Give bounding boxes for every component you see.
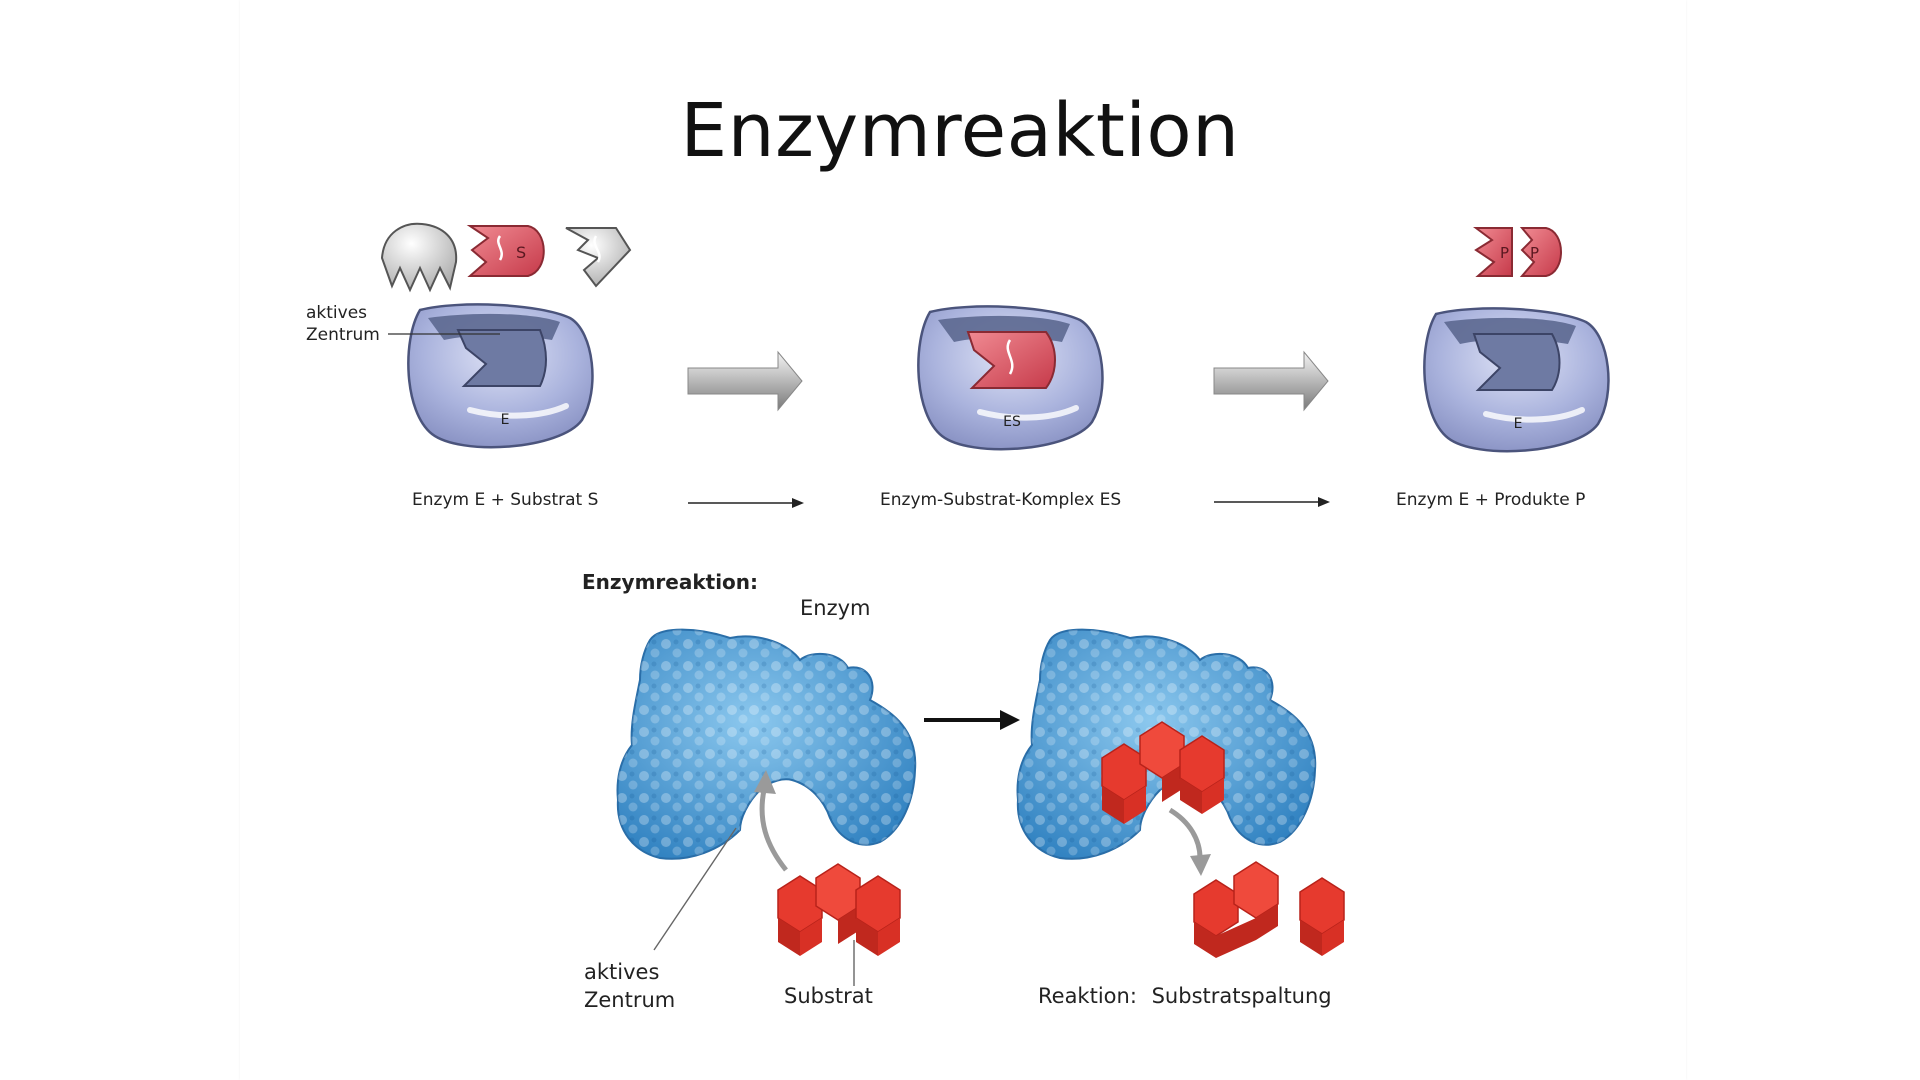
active-site-label-top-line-1: aktives bbox=[306, 303, 368, 323]
active-site-label-bottom: aktives Zentrum bbox=[584, 958, 675, 1014]
active-site-label-top: aktives Zentrum bbox=[306, 302, 380, 346]
reaction-arrow-bottom bbox=[924, 710, 1020, 730]
thin-arrow-2 bbox=[1214, 497, 1330, 507]
substrate-s-shape: S bbox=[466, 225, 545, 277]
bound-substrate-hexagons bbox=[1101, 721, 1225, 824]
active-site-leader-line-bottom bbox=[653, 827, 737, 951]
caption-enzyme-substrate: Enzym E + Substrat S bbox=[412, 490, 599, 510]
enzyme-e-left: E bbox=[407, 303, 594, 449]
enzyme-e-right: E bbox=[1423, 307, 1610, 453]
binding-arrow bbox=[754, 770, 788, 872]
enzyme-substrate-complex: ES bbox=[917, 305, 1104, 451]
product-p-shape-1: P bbox=[1473, 227, 1513, 277]
complex-letter: ES bbox=[1003, 414, 1021, 430]
enzyme-letter-left: E bbox=[501, 412, 510, 428]
caption-complex: Enzym-Substrat-Komplex ES bbox=[880, 490, 1122, 510]
reaction-label-value: Substratspaltung bbox=[1151, 984, 1332, 1008]
reaction-label-key: Reaktion: bbox=[1038, 984, 1137, 1008]
slide-title: Enzymreaktion bbox=[680, 88, 1240, 174]
product-letter-2: P bbox=[1530, 244, 1539, 262]
block-arrow-1 bbox=[687, 350, 803, 412]
product-letter-1: P bbox=[1500, 244, 1509, 262]
substrate-letter: S bbox=[516, 243, 526, 262]
active-site-label-bottom-line-2: Zentrum bbox=[584, 988, 676, 1012]
substrate-label: Substrat bbox=[784, 984, 873, 1008]
cleavage-arrow bbox=[1168, 807, 1211, 876]
enzyme-label: Enzym bbox=[800, 596, 871, 620]
thin-arrow-1 bbox=[688, 498, 804, 508]
product-hexagon-single bbox=[1299, 877, 1345, 956]
grey-substrate-shape-2 bbox=[565, 227, 632, 288]
block-arrow-2 bbox=[1213, 350, 1329, 412]
reaction-label: Reaktion: Substratspaltung bbox=[1038, 984, 1332, 1008]
active-site-label-top-line-2: Zentrum bbox=[306, 325, 380, 345]
active-site-label-bottom-line-1: aktives bbox=[584, 960, 660, 984]
product-hexagons-pair bbox=[1193, 861, 1279, 958]
caption-enzyme-products: Enzym E + Produkte P bbox=[1396, 490, 1586, 510]
enzyme-blob-left bbox=[616, 628, 917, 860]
bottom-heading: Enzymreaktion: bbox=[582, 570, 759, 594]
product-p-shape-2: P bbox=[1519, 227, 1562, 277]
grey-substrate-shape-1 bbox=[380, 222, 458, 293]
substrate-hexagons bbox=[777, 863, 901, 956]
slide-background bbox=[240, 0, 1686, 1080]
enzyme-letter-right: E bbox=[1514, 416, 1523, 432]
